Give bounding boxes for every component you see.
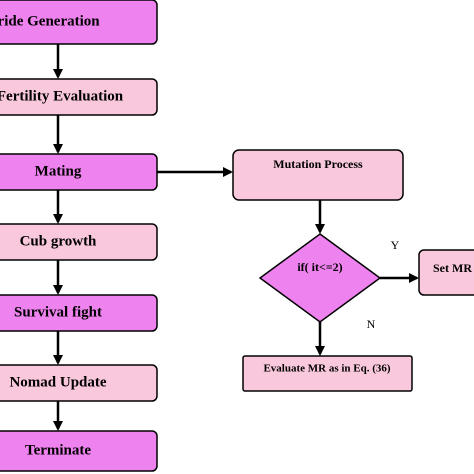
node-fertility-evaluation: Fertility Evaluation	[0, 78, 158, 116]
node-label: Nomad Update	[9, 374, 106, 390]
node-cub-growth: Cub growth	[0, 223, 158, 261]
decision-diamond: if( it<=2)	[258, 233, 382, 323]
node-label: Pride Generation	[0, 13, 100, 29]
node-label: Mating	[35, 163, 82, 179]
edge-label-no: N	[367, 317, 376, 331]
node-label: Cub growth	[20, 233, 97, 249]
node-terminate: Terminate	[0, 430, 158, 472]
node-pride-generation: Pride Generation	[0, 0, 158, 45]
edge-label-yes: Y	[391, 238, 400, 252]
node-label: Evaluate MR as in Eq. (36)	[263, 363, 390, 375]
node-label: Survival fight	[14, 304, 102, 320]
node-set-mr: Set MR	[418, 249, 474, 296]
node-label: Terminate	[25, 442, 91, 458]
node-evaluate-mr: Evaluate MR as in Eq. (36)	[242, 355, 413, 392]
node-survival-fight: Survival fight	[0, 294, 158, 332]
node-mating: Mating	[0, 153, 158, 191]
decision-label: if( it<=2)	[297, 260, 342, 274]
node-label: Set MR	[433, 261, 472, 275]
node-mutation-process: Mutation Process	[232, 149, 404, 201]
node-nomad-update: Nomad Update	[0, 364, 158, 402]
node-label: Mutation Process	[273, 157, 363, 171]
node-label: Fertility Evaluation	[0, 88, 124, 104]
